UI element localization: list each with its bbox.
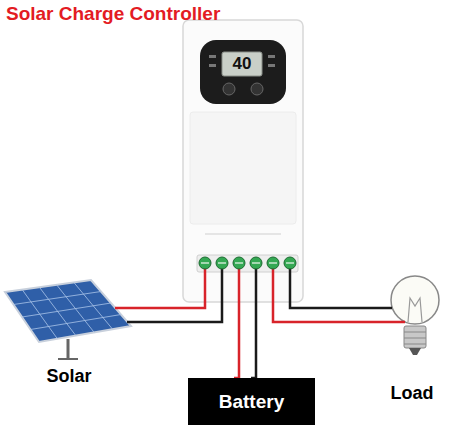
battery-box: Battery xyxy=(188,378,315,425)
panel-stand xyxy=(67,339,70,358)
controller-cover xyxy=(190,112,296,224)
button xyxy=(223,83,235,95)
lcd-reading: 40 xyxy=(177,52,307,76)
wire-pair xyxy=(115,302,222,322)
bulb-thread xyxy=(404,332,426,344)
solar-panel-node: Solar xyxy=(3,278,135,388)
bulb-tip xyxy=(409,348,421,355)
wire xyxy=(115,302,205,308)
terminal-block xyxy=(197,255,298,272)
indicator xyxy=(268,55,275,58)
indicator xyxy=(209,64,216,67)
charge-controller: 40 xyxy=(183,20,303,302)
battery-label: Battery xyxy=(188,378,315,425)
diagram-title: Solar Charge Controller xyxy=(6,3,220,25)
wire xyxy=(273,302,405,322)
wire xyxy=(234,302,239,378)
bulb-base xyxy=(404,326,426,348)
load-node: Load xyxy=(378,276,446,400)
indicator xyxy=(209,55,216,58)
solar-label: Solar xyxy=(0,365,140,387)
wire-pair xyxy=(273,302,405,322)
cover-line xyxy=(205,234,281,235)
load-label: Load xyxy=(373,382,450,404)
solar-panel xyxy=(5,280,131,342)
button xyxy=(251,83,263,95)
panel-stand xyxy=(58,358,78,360)
indicator xyxy=(268,64,275,67)
bulb-glass xyxy=(391,276,439,324)
panel-grid xyxy=(14,282,122,338)
wire-pair xyxy=(234,302,256,378)
bulb-filament xyxy=(408,298,422,322)
wire xyxy=(127,302,222,322)
screw-slot xyxy=(201,262,294,264)
wire xyxy=(251,302,256,378)
wire xyxy=(290,302,392,308)
